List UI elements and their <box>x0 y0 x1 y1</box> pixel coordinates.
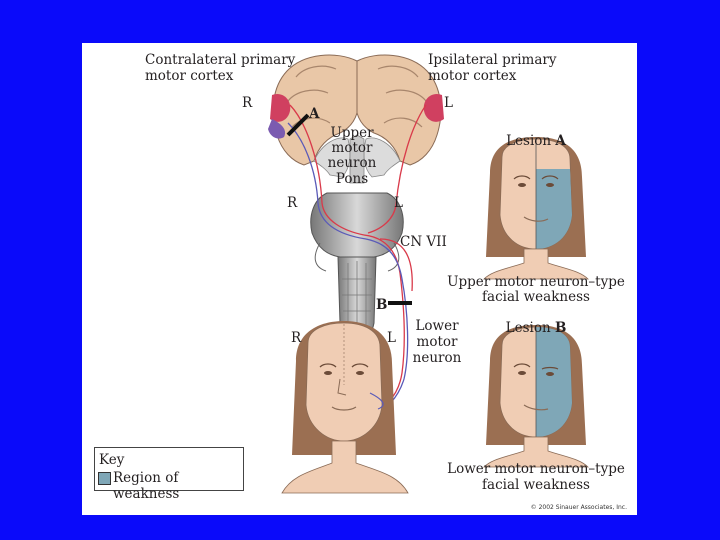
brain-section <box>268 54 444 184</box>
figure-panel: Contralateral primary motor cortex Ipsil… <box>82 43 637 515</box>
umn-label-2: motor <box>331 140 373 156</box>
lesion-a-title: Lesion A <box>506 133 566 149</box>
key-title: Key <box>99 452 125 468</box>
lesion-b-title: Lesion B <box>505 320 567 336</box>
pons-label: Pons <box>335 171 369 187</box>
lesion-b-face <box>483 325 589 468</box>
copyright: © 2002 Sinauer Associates, Inc. <box>530 504 627 511</box>
lesion-a-face <box>483 137 589 280</box>
lmn-weakness-label-1: Lower motor neuron–type <box>447 461 625 477</box>
umn-label-3: neuron <box>327 155 377 171</box>
contra-cortex-label-1: Contralateral primary <box>145 52 296 68</box>
lmn-weakness-label-2: facial weakness <box>482 477 590 493</box>
cn7-label: CN VII <box>400 234 447 250</box>
lmn-label-2: motor <box>416 334 458 350</box>
lesion-a-marker: A <box>309 106 320 122</box>
left-label-top: L <box>444 95 453 111</box>
weakness-swatch <box>98 472 111 485</box>
umn-weakness-label-1: Upper motor neuron–type <box>447 274 625 290</box>
ipsi-cortex-label-1: Ipsilateral primary <box>428 52 557 68</box>
lesion-a-bar <box>286 113 310 137</box>
key-item-label: Region of weakness <box>113 470 180 502</box>
right-label-face: R <box>291 330 302 346</box>
brainstem <box>310 192 404 342</box>
lmn-label-3: neuron <box>412 350 462 366</box>
umn-label-1: Upper <box>330 125 374 141</box>
lesion-b-marker: B <box>376 297 388 313</box>
lmn-label-1: Lower <box>415 318 459 334</box>
left-label-face: L <box>387 330 396 346</box>
right-label-top: R <box>242 95 253 111</box>
key-legend: Key Region of weakness <box>94 447 244 502</box>
umn-weakness-label-2: facial weakness <box>482 289 590 305</box>
ipsi-cortex-label-2: motor cortex <box>428 68 517 84</box>
contra-cortex-label-2: motor cortex <box>145 68 234 84</box>
right-label-mid: R <box>287 195 298 211</box>
left-label-mid: L <box>394 195 403 211</box>
neuro-diagram <box>268 54 589 494</box>
center-face <box>281 321 409 494</box>
